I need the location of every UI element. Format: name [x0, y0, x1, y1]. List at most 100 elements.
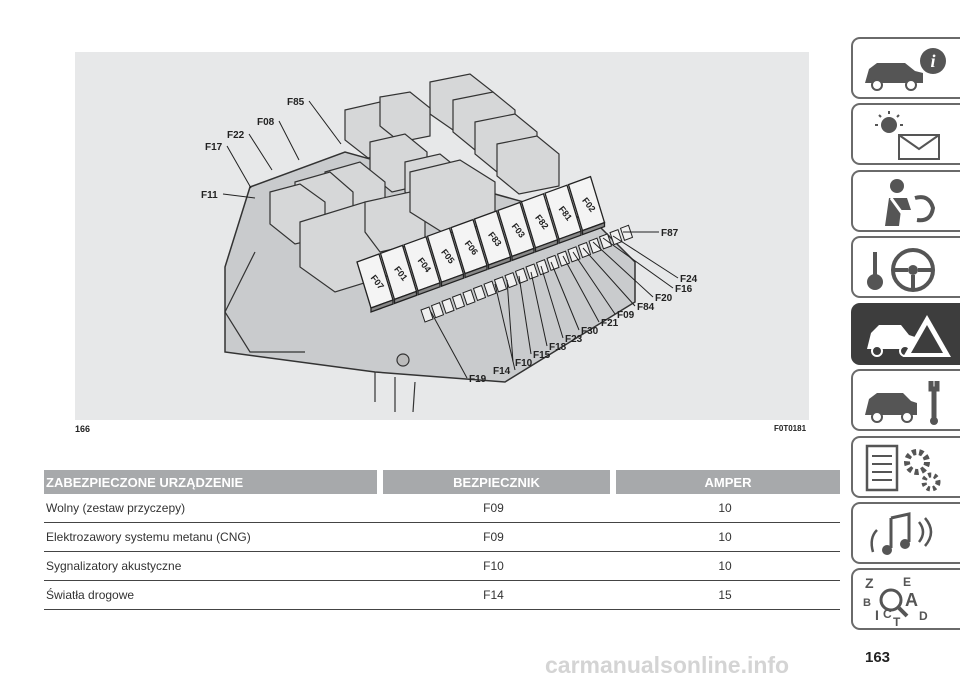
page-number: 163 [865, 649, 891, 666]
fuse-label: F08 [257, 117, 275, 128]
table-row: Elektrozawory systemu metanu (CNG) F09 1… [44, 523, 840, 552]
leader-line [226, 145, 252, 189]
svg-text:D: D [919, 609, 928, 623]
tab-dashboard-lights[interactable] [851, 103, 960, 165]
fuse-label: F16 [675, 284, 693, 295]
small-fuse [430, 302, 445, 319]
seatbelt-airbag-icon [885, 179, 936, 226]
leader-line [612, 235, 679, 279]
leader-line [308, 100, 342, 145]
fuse-label: F22 [227, 130, 245, 141]
small-fuse [472, 284, 487, 302]
fuse-label: F30 [581, 326, 599, 337]
cell-fuse: F09 [483, 501, 504, 515]
small-fuse [483, 280, 497, 297]
car-info-icon: i [865, 48, 946, 91]
small-fuse [462, 289, 476, 306]
tab-car-info[interactable]: i [851, 37, 960, 99]
dashboard-lights-icon [875, 111, 940, 160]
header-fuse: BEZPIECZNIK [383, 470, 610, 494]
fuse-block: F01 [379, 244, 418, 305]
leader-line [530, 271, 548, 347]
leader-line [222, 193, 256, 199]
tab-emergency[interactable] [851, 303, 960, 365]
cell-device: Światła drogowe [46, 588, 135, 602]
cell-ampere: 10 [718, 559, 732, 573]
tab-index[interactable]: Z E B A I C T D [851, 568, 960, 630]
leader-line [582, 247, 636, 307]
cell-device: Elektrozawory systemu metanu (CNG) [46, 530, 251, 544]
fuse-label: F21 [601, 318, 619, 329]
tab-multimedia[interactable] [851, 502, 960, 564]
car-warning-icon [867, 315, 951, 357]
small-fuse [451, 293, 466, 310]
watermark: carmanualsonline.info [545, 652, 790, 678]
fuse-block: F82 [520, 192, 559, 253]
svg-text:i: i [930, 51, 935, 71]
fuse-label: F24 [680, 274, 698, 285]
svg-text:A: A [905, 590, 918, 610]
cell-device: Wolny (zestaw przyczepy) [46, 501, 186, 515]
small-fuse [420, 306, 434, 323]
table-header: ZABEZPIECZONE URZĄDZENIE BEZPIECZNIK AMP… [44, 470, 840, 494]
small-fuse [598, 233, 613, 250]
figure-code: F0T0181 [774, 424, 807, 433]
tab-maintenance[interactable] [851, 369, 960, 431]
tab-specifications[interactable] [851, 436, 960, 498]
small-fuse [441, 297, 455, 315]
table-row: Światła drogowe F14 15 [44, 581, 840, 610]
cell-ampere: 10 [718, 501, 732, 515]
leader-line [248, 133, 273, 171]
fuse-label: F23 [565, 334, 583, 345]
fuse-block: F81 [544, 184, 582, 245]
small-fuse [619, 224, 634, 241]
small-fuse [588, 237, 602, 254]
leader-line [278, 120, 300, 161]
fuse-block: F05 [426, 227, 465, 288]
small-fuse [514, 267, 529, 284]
leader-line [572, 251, 616, 315]
leader-line [506, 279, 514, 363]
fuse-label: F11 [201, 190, 218, 201]
tab-safety[interactable] [851, 170, 960, 232]
fuse-block: F06 [450, 218, 488, 279]
cell-device: Sygnalizatory akustyczne [46, 559, 182, 573]
tab-starting-driving[interactable] [851, 236, 960, 298]
fuse-label: F85 [287, 97, 305, 108]
leader-line [562, 255, 600, 323]
car-wrench-icon [865, 381, 940, 425]
leader-line [518, 275, 532, 355]
cell-ampere: 15 [718, 588, 732, 602]
small-fuse [525, 263, 539, 280]
fuse-block: F03 [497, 201, 535, 262]
cell-ampere: 10 [718, 530, 732, 544]
leader-line [602, 237, 674, 289]
fuse-label: F09 [617, 310, 635, 321]
fuse-label: F19 [469, 374, 487, 385]
fuse-label: F17 [205, 142, 223, 153]
cell-fuse: F10 [483, 559, 504, 573]
small-fuse [493, 276, 508, 293]
svg-text:E: E [903, 575, 911, 589]
leader-line [430, 311, 468, 379]
fuse-block: F83 [473, 210, 512, 270]
fuse-label: F84 [637, 302, 655, 313]
leader-line [592, 241, 654, 298]
small-fuse [535, 259, 550, 276]
leader-line [494, 283, 516, 371]
table-row: Sygnalizatory akustyczne F10 10 [44, 552, 840, 581]
fuse-block: F02 [567, 175, 606, 236]
alphabet-index-icon: Z E B A I C T D [863, 575, 928, 628]
svg-text:C: C [883, 607, 892, 621]
svg-text:T: T [893, 615, 901, 628]
small-fuse [546, 254, 560, 272]
cell-fuse: F09 [483, 530, 504, 544]
cell-fuse: F14 [483, 588, 504, 602]
fuse-label: F15 [533, 350, 551, 361]
leader-line [540, 265, 564, 339]
figure-number: 166 [75, 424, 91, 434]
svg-text:I: I [875, 607, 879, 623]
fuse-block: F04 [403, 235, 441, 296]
